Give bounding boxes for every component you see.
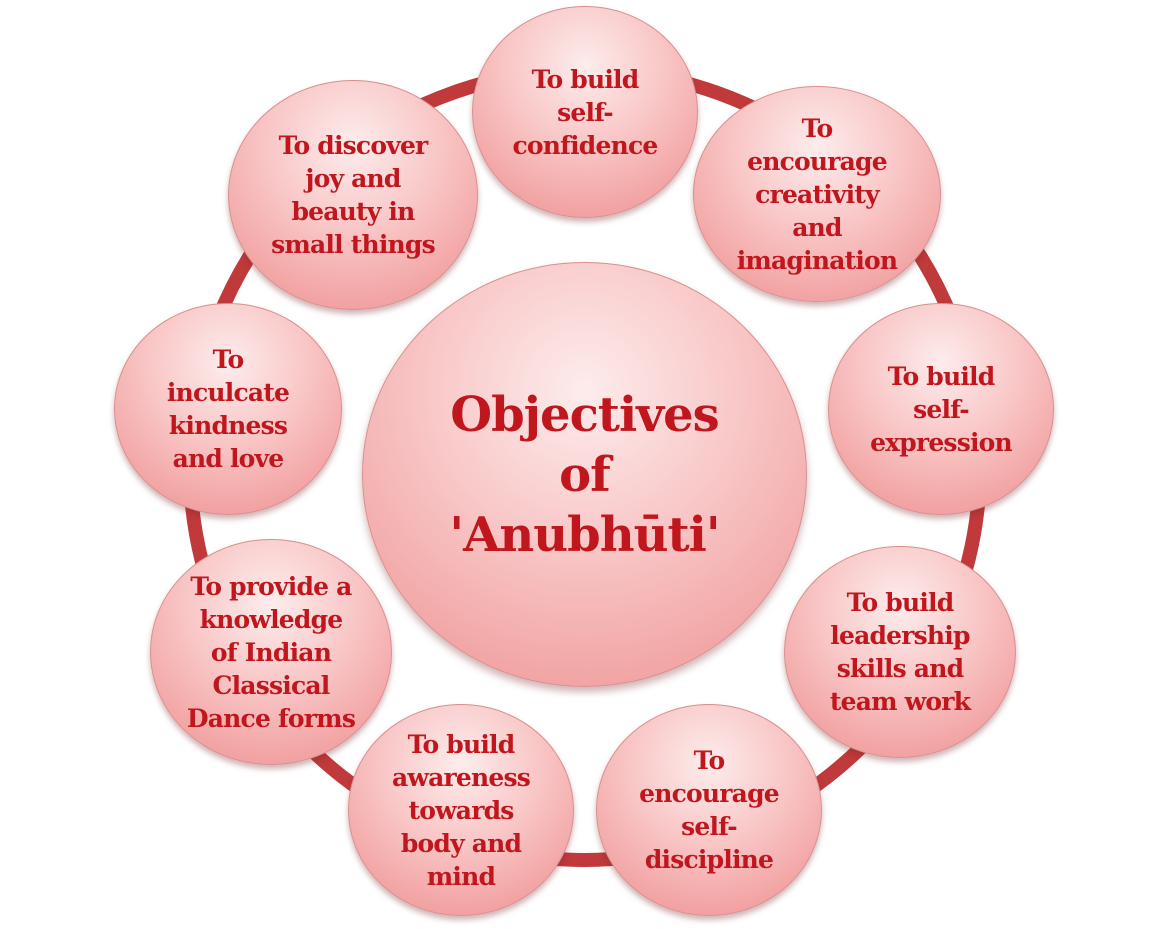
objective-label: To encourage creativity and imagination — [736, 113, 898, 275]
objective-node-creativity: To encourage creativity and imagination — [693, 86, 941, 302]
objective-node-awareness: To build awareness towards body and mind — [348, 704, 574, 916]
objective-node-leadership: To build leadership skills and team work — [784, 546, 1016, 758]
objective-label: To build leadership skills and team work — [829, 588, 971, 716]
objective-node-indian-classical-dance: To provide a knowledge of Indian Classic… — [150, 539, 392, 765]
center-label: Objectives of 'Anubhūti' — [449, 386, 720, 563]
objective-label: To build self- expression — [870, 361, 1013, 457]
objective-label: To provide a knowledge of Indian Classic… — [186, 571, 356, 733]
center-node: Objectives of 'Anubhūti' — [362, 262, 807, 687]
objective-label: To encourage self- discipline — [639, 746, 780, 874]
objective-label: To discover joy and beauty in small thin… — [271, 131, 436, 259]
objective-node-kindness: To inculcate kindness and love — [114, 303, 342, 515]
objective-node-self-confidence: To build self- confidence — [472, 6, 698, 218]
objective-label: To inculcate kindness and love — [166, 345, 290, 473]
objective-node-self-discipline: To encourage self- discipline — [596, 704, 822, 916]
objective-node-joy-and-beauty: To discover joy and beauty in small thin… — [228, 80, 478, 310]
objective-label: To build self- confidence — [512, 64, 658, 160]
objective-label: To build awareness towards body and mind — [391, 729, 531, 891]
objective-node-self-expression: To build self- expression — [828, 303, 1054, 515]
